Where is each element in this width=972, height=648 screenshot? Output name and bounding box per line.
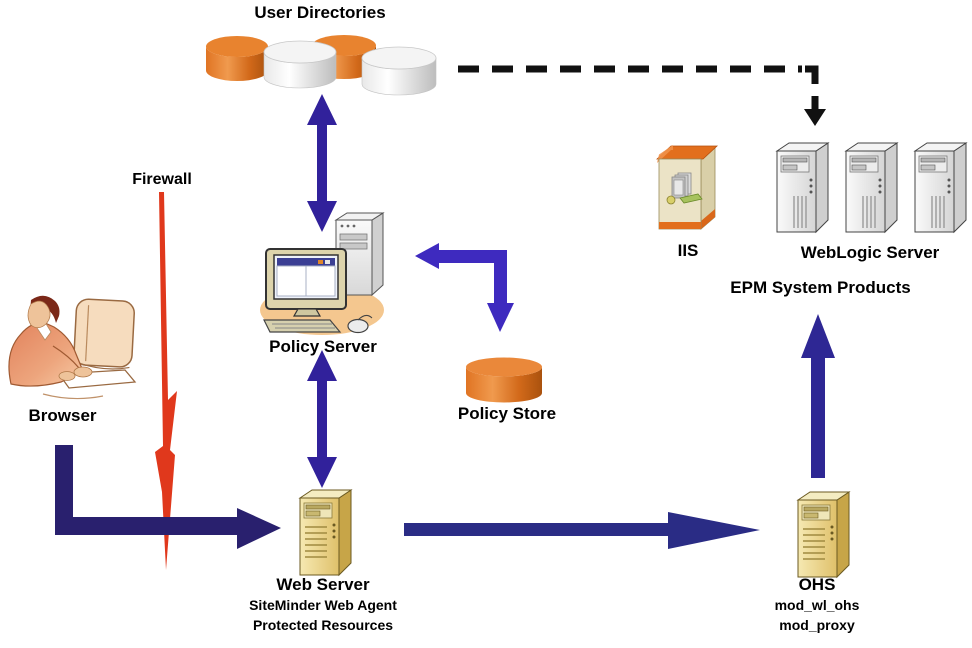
policy-server-icon	[260, 212, 385, 335]
web-server-label-block: Web Server SiteMinder Web Agent Protecte…	[228, 575, 418, 635]
browser-clipart-icon	[8, 295, 137, 400]
dashed-arrow-user-directories-to-weblogic	[458, 65, 826, 126]
weblogic-server-icon	[776, 142, 967, 233]
arrow-browser-to-web-server	[55, 445, 281, 549]
firewall-bolt-icon	[155, 192, 177, 570]
double-arrow-policy-server-web-server	[307, 350, 337, 488]
ohs-sublabel-2: mod_proxy	[779, 616, 855, 633]
browser-label: Browser	[28, 406, 97, 425]
policy-server-label: Policy Server	[269, 337, 377, 356]
iis-label: IIS	[677, 241, 699, 260]
firewall-label: Firewall	[132, 171, 192, 188]
ohs-label-block: OHS mod_wl_ohs mod_proxy	[758, 575, 876, 635]
ohs-label: OHS	[798, 575, 836, 594]
iis-icon	[655, 145, 719, 230]
ohs-icon	[796, 491, 851, 579]
epm-system-products-label: EPM System Products	[730, 278, 911, 297]
web-server-label: Web Server	[276, 575, 370, 594]
web-server-sublabel-1: SiteMinder Web Agent	[249, 596, 397, 613]
arrow-ohs-to-epm	[801, 314, 835, 478]
weblogic-server-label: WebLogic Server	[800, 243, 940, 262]
policy-store-icon	[466, 357, 542, 403]
elbow-arrow-policy-server-policy-store	[415, 243, 514, 332]
user-directories-icon	[206, 35, 437, 96]
ohs-sublabel-1: mod_wl_ohs	[774, 596, 860, 613]
web-server-icon	[298, 489, 353, 577]
policy-store-label: Policy Store	[457, 404, 557, 423]
user-directories-label: User Directories	[254, 3, 386, 22]
arrow-web-server-to-ohs	[404, 512, 760, 549]
web-server-sublabel-2: Protected Resources	[252, 616, 394, 633]
double-arrow-user-directories-policy-server	[307, 94, 337, 232]
